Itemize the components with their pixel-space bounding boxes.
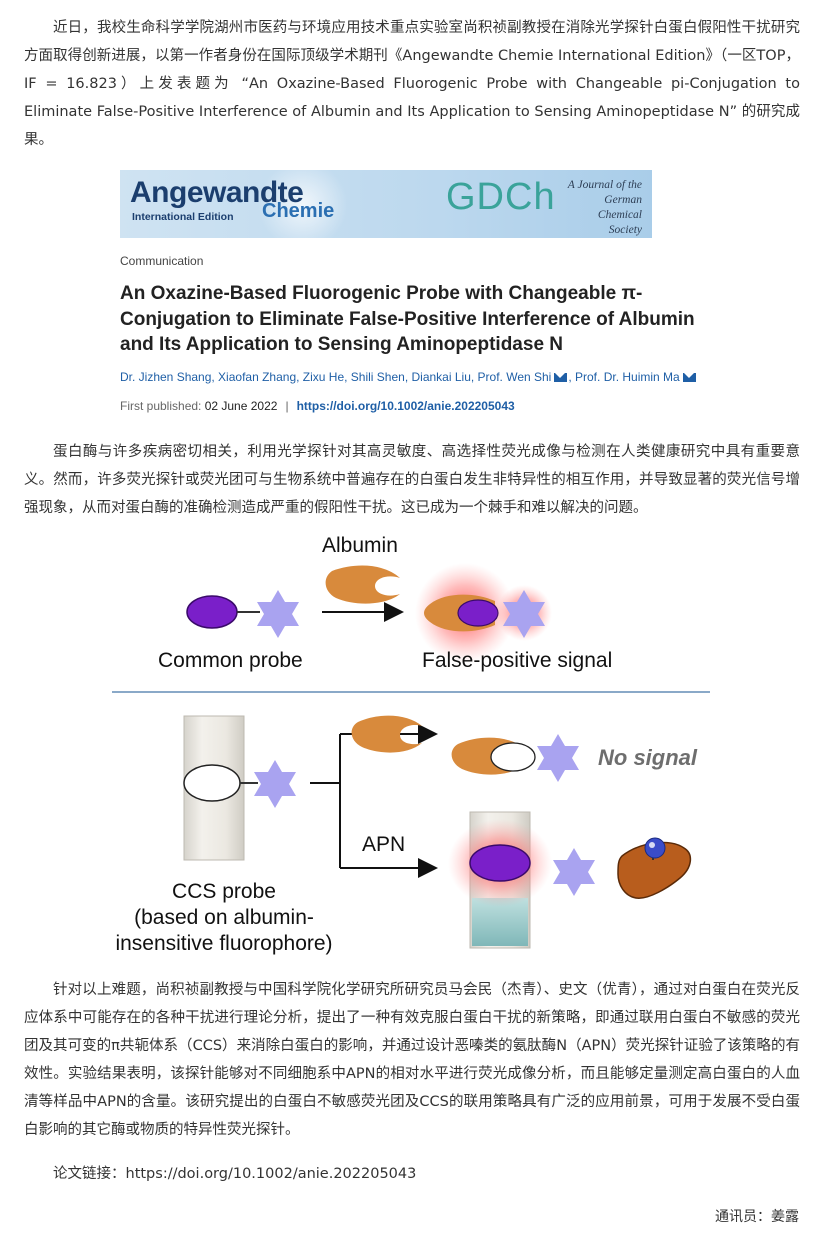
label-false-positive: False-positive signal [422,649,612,672]
label-common-probe: Common probe [158,649,303,672]
journal-logo-angewandte: Angewandte [130,176,304,209]
mail-icon[interactable] [554,373,568,383]
separator: | [285,399,289,413]
bound-fluorophore [457,599,499,627]
gdch-logo: GDCh [446,176,556,218]
probe-fluorophore [186,595,238,629]
label-ccs-line1: CCS probe [172,880,276,903]
society-tagline: A Journal of the German Chemical Society [567,179,642,236]
doi-link[interactable]: https://doi.org/10.1002/anie.202205043 [296,399,515,413]
scheme-figure: Common probe Albumin False-positive sign… [112,534,710,955]
paper-title: An Oxazine-Based Fluorogenic Probe with … [120,283,695,355]
star-group-icon [537,734,579,782]
author-list: Dr. Jizhen Shang, Xiaofan Zhang, Zixu He… [120,370,697,384]
star-group-icon [257,590,299,638]
albumin-protein-icon [351,715,422,753]
ccs-fluorophore [183,764,241,802]
ccs-fluorophore [490,742,536,772]
journal-logo-chemie: Chemie [262,200,335,222]
albumin-protein-icon [325,565,400,604]
paper-link[interactable]: 论文链接：https://doi.org/10.1002/anie.202205… [53,1166,417,1182]
apn-fluorophore [469,844,531,882]
author-last[interactable]: , Prof. Dr. Huimin Ma [568,370,680,384]
star-group-icon [254,760,296,808]
article-category: Communication [120,254,204,268]
first-published-date: 02 June 2022 [204,399,278,413]
label-apn: APN [362,833,405,856]
label-ccs-line3: insensitive fluorophore) [115,932,332,955]
banner-glow [258,170,348,238]
star-group-icon [553,848,595,896]
mail-icon[interactable] [682,373,696,383]
background-paragraph: 蛋白酶与许多疾病密切相关，利用光学探针对其高灵敏度、高选择性荧光成像与检测在人类… [24,444,800,516]
intro-paragraph: 近日，我校生命科学学院湖州市医药与环境应用技术重点实验室尚积祯副教授在消除光学探… [24,20,800,148]
journal-logo-edition: International Edition [132,211,234,223]
star-group-icon [503,590,545,638]
author-names[interactable]: Dr. Jizhen Shang, Xiaofan Zhang, Zixu He… [120,370,552,384]
liver-icon [617,841,692,899]
journal-banner: Angewandte International Edition Chemie … [120,170,652,238]
reporter-credit: 通讯员：姜露 [715,1209,799,1225]
publication-info: First published: 02 June 2022 | https://do… [120,399,515,413]
apn-marker-shine [649,842,655,848]
apn-marker [644,837,666,859]
result-paragraph: 针对以上难题，尚积祯副教授与中国科学院化学研究所研究员马会民（杰青）、史文（优青… [24,982,800,1138]
label-ccs-line2: (based on albumin- [134,906,314,929]
first-published-label: First published: [120,399,205,413]
label-albumin: Albumin [322,534,398,557]
label-no-signal: No signal [598,745,698,770]
